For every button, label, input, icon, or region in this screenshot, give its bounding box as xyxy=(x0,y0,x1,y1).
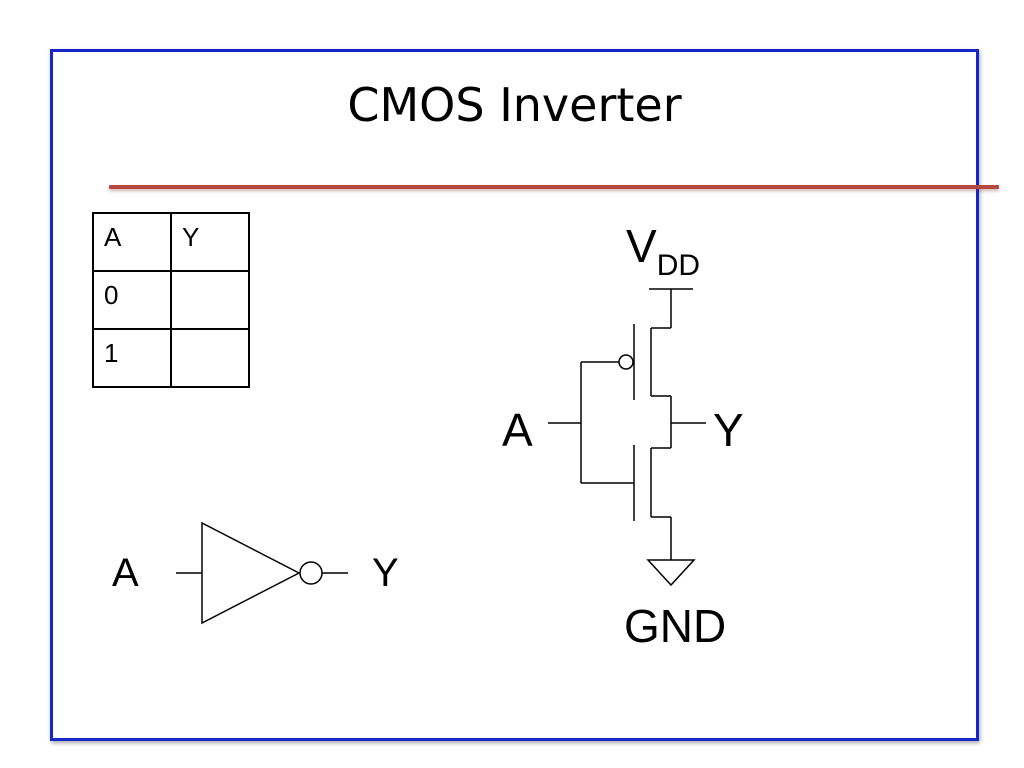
truth-table-cell-a: 0 xyxy=(92,270,172,330)
slide-frame: CMOS Inverter xyxy=(50,49,999,741)
truth-table-cell-y xyxy=(170,328,250,388)
ground-symbol xyxy=(646,559,696,587)
truth-table-header-a: A xyxy=(92,212,172,272)
cmos-input-label: A xyxy=(502,404,533,456)
inverter-bubble xyxy=(299,561,323,585)
ground-label: GND xyxy=(624,600,726,652)
inverter-triangle xyxy=(201,521,301,625)
pmos-gate-bubble xyxy=(618,354,634,370)
inverter-input-label: A xyxy=(112,551,139,595)
truth-table: A Y 0 1 xyxy=(92,212,250,388)
vdd-label: VDD xyxy=(626,220,700,282)
slide-title: CMOS Inverter xyxy=(347,78,682,132)
truth-table-row: 0 xyxy=(92,270,250,330)
cmos-schematic xyxy=(548,288,706,587)
truth-table-header-row: A Y xyxy=(92,212,250,272)
inverter-output-label: Y xyxy=(372,551,399,595)
inverter-symbol xyxy=(176,521,348,625)
cmos-output-label: Y xyxy=(713,404,744,456)
truth-table-cell-y xyxy=(170,270,250,330)
title-divider xyxy=(109,185,999,189)
truth-table-row: 1 xyxy=(92,328,250,388)
truth-table-cell-a: 1 xyxy=(92,328,172,388)
vdd-label-subscript: DD xyxy=(657,249,700,282)
vdd-label-main: V xyxy=(626,220,657,272)
truth-table-header-y: Y xyxy=(170,212,250,272)
